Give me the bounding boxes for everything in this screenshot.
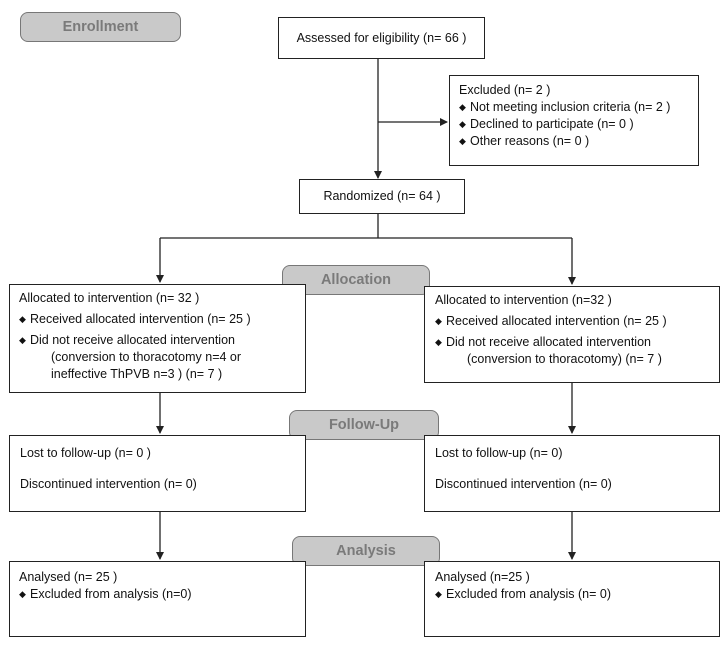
left-allocation-box: Allocated to intervention (n= 32 ) ◆Rece…	[9, 284, 306, 393]
diamond-bullet-icon: ◆	[435, 589, 442, 599]
allocation-received: ◆Received allocated intervention (n= 25 …	[435, 314, 667, 328]
randomized-text: Randomized (n= 64 )	[323, 189, 441, 203]
diamond-bullet-icon: ◆	[19, 314, 26, 324]
diamond-bullet-icon: ◆	[459, 119, 466, 129]
right-allocation-box: Allocated to intervention (n=32 ) ◆Recei…	[424, 286, 720, 383]
allocation-stage-label: Allocation	[282, 265, 430, 295]
allocation-title: Allocated to intervention (n=32 )	[435, 293, 612, 307]
randomized-box: Randomized (n= 64 )	[299, 179, 465, 214]
excluded-box: Excluded (n= 2 ) ◆Not meeting inclusion …	[449, 75, 699, 166]
allocation-detail: ineffective ThPVB n=3 ) (n= 7 )	[51, 367, 223, 381]
diamond-bullet-icon: ◆	[19, 335, 26, 345]
allocation-not-received: ◆Did not receive allocated intervention	[435, 335, 651, 349]
diamond-bullet-icon: ◆	[435, 316, 442, 326]
lost-to-follow-up: Lost to follow-up (n= 0 )	[20, 446, 151, 460]
left-analysis-box: Analysed (n= 25 ) ◆Excluded from analysi…	[9, 561, 306, 637]
diamond-bullet-icon: ◆	[19, 589, 26, 599]
enrollment-stage-label: Enrollment	[20, 12, 181, 42]
excluded-item: ◆Not meeting inclusion criteria (n= 2 )	[459, 100, 671, 114]
allocation-detail: (conversion to thoracotomy n=4 or	[51, 350, 242, 364]
left-follow-up-box: Lost to follow-up (n= 0 ) Discontinued i…	[9, 435, 306, 512]
analysis-stage-label: Analysis	[292, 536, 440, 566]
excluded-from-analysis: ◆Excluded from analysis (n=0)	[19, 587, 192, 601]
excluded-from-analysis: ◆Excluded from analysis (n= 0)	[435, 587, 612, 601]
analysed-count: Analysed (n= 25 )	[19, 570, 118, 584]
excluded-item: ◆Declined to participate (n= 0 )	[459, 117, 634, 131]
right-follow-up-box: Lost to follow-up (n= 0) Discontinued in…	[424, 435, 720, 512]
excluded-title: Excluded (n= 2 )	[459, 83, 551, 97]
analysed-count: Analysed (n=25 )	[435, 570, 530, 584]
discontinued-intervention: Discontinued intervention (n= 0)	[435, 477, 612, 491]
discontinued-intervention: Discontinued intervention (n= 0)	[20, 477, 197, 491]
diamond-bullet-icon: ◆	[459, 102, 466, 112]
allocation-detail: (conversion to thoracotomy) (n= 7 )	[467, 352, 662, 366]
diamond-bullet-icon: ◆	[459, 136, 466, 146]
diamond-bullet-icon: ◆	[435, 337, 442, 347]
follow-up-stage-label: Follow-Up	[289, 410, 439, 440]
allocation-title: Allocated to intervention (n= 32 )	[19, 291, 200, 305]
right-analysis-box: Analysed (n=25 ) ◆Excluded from analysis…	[424, 561, 720, 637]
excluded-item: ◆Other reasons (n= 0 )	[459, 134, 590, 148]
assessed-box: Assessed for eligibility (n= 66 )	[278, 17, 485, 59]
allocation-not-received: ◆Did not receive allocated intervention	[19, 333, 235, 347]
lost-to-follow-up: Lost to follow-up (n= 0)	[435, 446, 563, 460]
allocation-received: ◆Received allocated intervention (n= 25 …	[19, 312, 251, 326]
assessed-text: Assessed for eligibility (n= 66 )	[296, 30, 467, 45]
